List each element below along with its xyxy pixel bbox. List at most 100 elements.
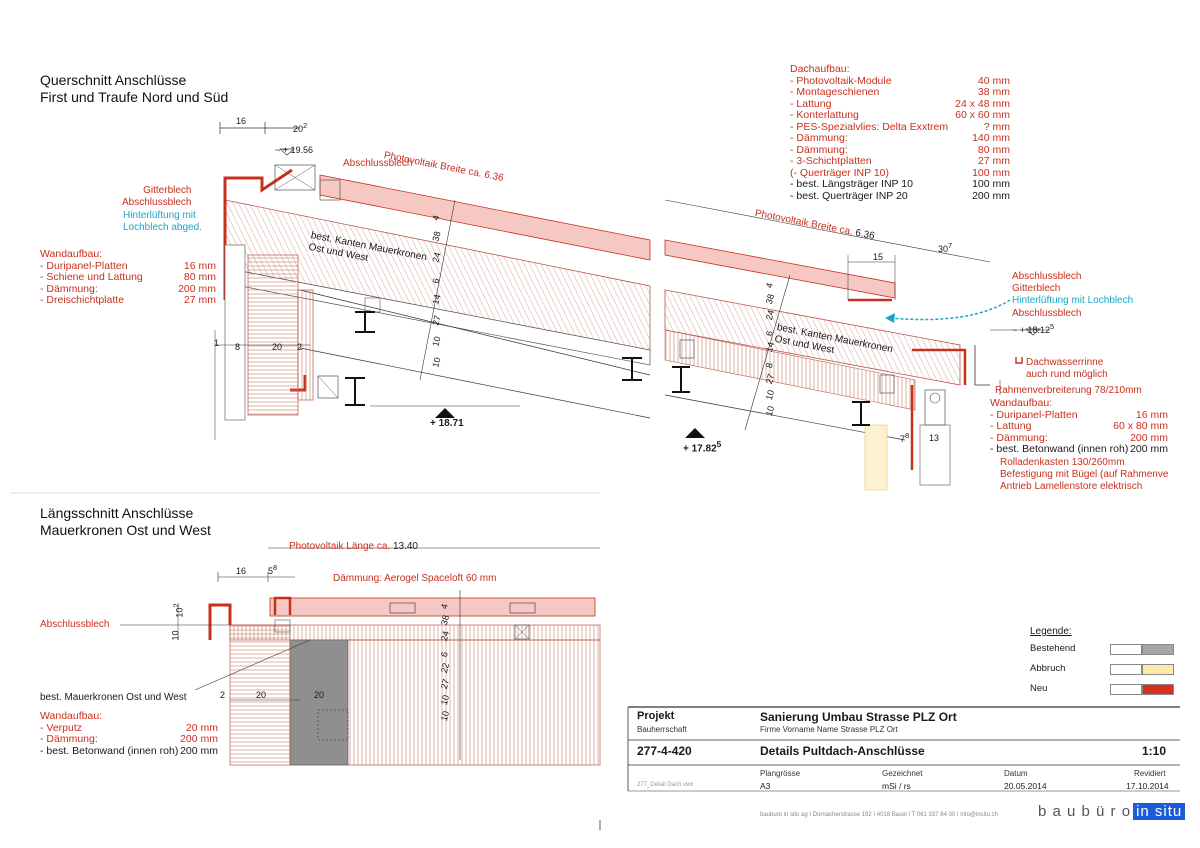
level-1812: ~ + 18.125	[1012, 321, 1054, 336]
list-item-label: - Dämmung:	[790, 143, 848, 156]
level-1782: + 17.825	[683, 438, 721, 455]
gitterblech-text: Gitterblech	[143, 185, 192, 196]
hinterlueftung-line1: Hinterlüftung mit	[123, 210, 196, 221]
dim-bottom-20b: 20	[314, 690, 325, 700]
legend-swatch-outline	[1110, 644, 1142, 655]
legend-swatch-outline	[1110, 684, 1142, 695]
rolladen-line2: Befestigung mit Bügel (auf Rahmenve	[1000, 469, 1169, 480]
list-item-value: 100 mm	[972, 178, 1010, 190]
list-item-value: 16 mm	[183, 259, 216, 272]
list-item-value: 16 mm	[1135, 408, 1168, 421]
list-item: - best. Betonwand (innen roh)200 mm	[990, 443, 1168, 456]
list-item-label: - Konterlattung	[790, 109, 859, 121]
list-item-label: - Duripanel-Platten	[990, 408, 1078, 421]
list-item: - 3-Schichtplatten 27 mm	[790, 155, 1010, 168]
list-item: - Dämmung:80 mm	[790, 143, 1010, 157]
dim-bottom-10a-sup: 2	[171, 603, 181, 608]
list-item: - Dämmung:200 mm	[40, 733, 218, 746]
tb-projekt-label: Projekt	[637, 710, 675, 722]
dim-5-sup: 8	[273, 563, 278, 572]
list-item-value: 60 x 80 mm	[1113, 420, 1168, 432]
dim-bottom-10a-val: 10	[174, 607, 185, 618]
list-item-label: - Dämmung:	[790, 132, 848, 144]
list-item-value: 38 mm	[977, 86, 1010, 98]
dim-20-val: 20	[293, 124, 304, 134]
dim-bottom-2: 2	[220, 690, 226, 700]
wandaufbau-right-title: Wandaufbau:	[990, 397, 1053, 409]
legend-item-label: Neu	[1030, 683, 1048, 694]
list-item-value: 200 mm	[180, 744, 218, 757]
legend-swatch-outline	[1110, 664, 1142, 675]
r-gitterblech: Gitterblech	[1012, 283, 1061, 294]
cross-section-title-line1: Querschnitt Anschlüsse	[40, 72, 187, 88]
long-section-title-line1: Längsschnitt Anschlüsse	[40, 505, 194, 521]
dim-20-sup: 2	[303, 121, 308, 130]
level-1812-val: ~ + 18.12	[1012, 325, 1051, 335]
cross-section-left	[214, 122, 651, 440]
list-item-label: - Montageschienen	[790, 86, 880, 98]
tb-drawing-title: Details Pultdach-Anschlüsse	[760, 744, 925, 758]
hinterlueftung-line2: Lochblech abged.	[123, 222, 202, 233]
list-item-value: 24 x 48 mm	[955, 97, 1010, 110]
level-1812-sup: 5	[1050, 322, 1055, 331]
dim-bottom-10b: 10	[170, 630, 181, 641]
wandaufbau-left-title: Wandaufbau:	[40, 248, 103, 260]
dim-small-1: 1	[214, 338, 220, 348]
tb-client: Firme Vorname Name Strasse PLZ Ort	[760, 725, 898, 734]
long-section	[120, 547, 601, 766]
dim-15: 15	[873, 252, 884, 262]
list-item-value: 27 mm	[183, 294, 216, 306]
tb-bauherrschaft-label: Bauherrschaft	[637, 725, 687, 734]
dim-16-top: 16	[236, 116, 247, 126]
legend-swatch-fill	[1142, 644, 1174, 655]
list-item: - Montageschienen 38 mm	[790, 86, 1010, 99]
list-item-label: - Photovoltaik-Module	[790, 74, 892, 87]
logo-left: b a u b ü r o	[1038, 803, 1132, 820]
list-item-value: ? mm	[983, 120, 1010, 133]
pv-laenge-val: 13.40	[392, 541, 418, 552]
legend-item: Bestehend	[1030, 643, 1175, 663]
tb-plan-number: 277-4-420	[637, 744, 692, 758]
tb-gezeichnet-label: Gezeichnet	[882, 769, 923, 778]
r-abschlussblech-1: Abschlussblech	[1012, 271, 1082, 282]
list-item-value: 27 mm	[977, 155, 1010, 167]
list-item-value: 40 mm	[977, 74, 1010, 87]
gitterblech-label-left: Gitterblech Abschlussblech	[122, 185, 191, 209]
dim-small-8: 8	[235, 342, 241, 352]
list-item-value: 20 mm	[185, 721, 218, 734]
legend-title: Legende:	[1030, 626, 1072, 637]
list-item: - PES-Spezialvlies: Delta Exxtrem? mm	[790, 120, 1010, 134]
list-item-label: - best. Querträger INP 20	[790, 189, 908, 202]
list-item-value: 200 mm	[1130, 431, 1168, 444]
cross-section-right	[664, 199, 1050, 491]
tb-datum: 20.05.2014	[1004, 781, 1047, 791]
pv-breite-right-val: 6.36	[854, 227, 876, 243]
dachwasser-line1: Dachwasserrinne	[1026, 357, 1104, 368]
tb-footer: bauburo in situ ag I Dornacherstrasse 19…	[760, 812, 999, 818]
list-item: - Photovoltaik-Module 40 mm	[790, 74, 1010, 88]
list-item: - Dämmung:200 mm	[40, 283, 216, 296]
rolladen-line1: Rolladenkasten 130/260mm	[1000, 457, 1125, 468]
wandaufbau-right-list: Wandaufbau: - Duripanel-Platten 16 mm- La…	[990, 397, 1168, 456]
list-item-label: - 3-Schichtplatten	[790, 155, 872, 167]
list-item: - Duripanel-Platten 16 mm	[990, 408, 1168, 422]
abschlussblech-top-label: Abschlussblech	[343, 158, 413, 169]
r-abschlussblech-2: Abschlussblech	[1012, 308, 1082, 319]
list-item-value: 200 mm	[180, 733, 218, 745]
cross-section-title: Querschnitt Anschlüsse First und Traufe …	[40, 72, 228, 106]
legend-item-label: Abbruch	[1030, 663, 1066, 674]
list-item-value: 200 mm	[972, 189, 1010, 202]
dachwasserrinne-label: Dachwasserrinne auch rund möglich	[1026, 357, 1108, 381]
tb-scale: 1:10	[1142, 744, 1167, 758]
